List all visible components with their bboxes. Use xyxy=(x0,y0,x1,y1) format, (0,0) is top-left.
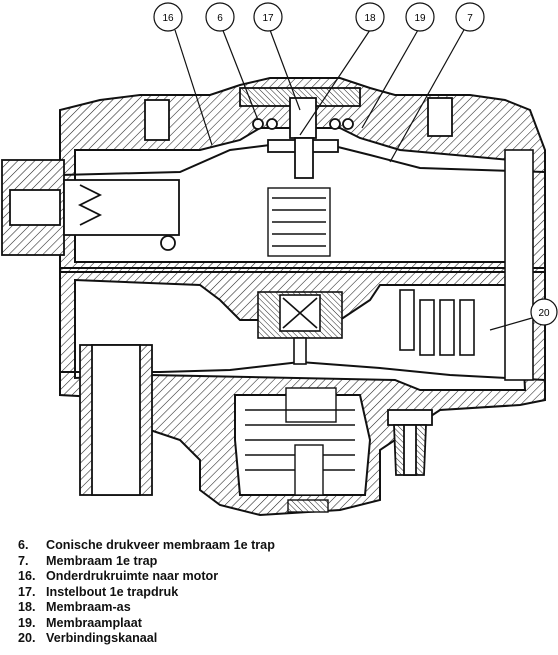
legend: 6. Conische drukveer membraam 1e trap 7.… xyxy=(18,538,538,647)
upper-diaphragm-assembly xyxy=(239,87,361,179)
inlet-connector xyxy=(1,159,180,256)
right-chamber-fins xyxy=(399,149,534,381)
legend-item: 18. Membraam-as xyxy=(18,600,538,616)
legend-number: 6. xyxy=(18,538,29,552)
callout-17: 17 xyxy=(253,2,283,32)
legend-item: 7. Membraam 1e trap xyxy=(18,554,538,570)
regulator-cross-section-diagram: 16 6 17 18 19 7 20 xyxy=(1,2,558,517)
svg-text:17: 17 xyxy=(262,13,274,24)
callout-20: 20 xyxy=(530,298,558,326)
svg-text:7: 7 xyxy=(467,13,473,24)
legend-number: 16. xyxy=(18,569,36,583)
legend-item: 16. Onderdrukruimte naar motor xyxy=(18,569,538,585)
legend-item: 19. Membraamplaat xyxy=(18,616,538,632)
legend-text: Membraamplaat xyxy=(46,615,142,630)
callout-18: 18 xyxy=(355,2,385,32)
legend-number: 19. xyxy=(18,615,36,630)
svg-text:16: 16 xyxy=(162,13,174,24)
legend-number: 17. xyxy=(18,584,36,599)
legend-number: 7. xyxy=(18,553,29,568)
legend-text: Verbindingskanaal xyxy=(46,631,158,645)
legend-text: Conische drukveer membraam 1e trap xyxy=(46,538,275,552)
svg-text:18: 18 xyxy=(364,13,376,24)
legend-text: Membraam-as xyxy=(46,600,131,614)
callout-16: 16 xyxy=(153,2,183,32)
upper-spring xyxy=(267,187,331,257)
callout-leaders xyxy=(174,27,533,331)
middle-valve-assembly xyxy=(257,291,343,365)
right-outlet-nozzle xyxy=(387,409,433,476)
legend-number: 18. xyxy=(18,600,36,614)
legend-item: 6. Conische drukveer membraam 1e trap xyxy=(18,538,538,554)
left-outlet-tube xyxy=(79,344,153,496)
legend-number: 20. xyxy=(18,631,36,645)
legend-text: Onderdrukruimte naar motor xyxy=(46,569,219,583)
svg-text:20: 20 xyxy=(538,308,550,319)
legend-item: 17. Instelbout 1e trapdruk xyxy=(18,585,538,601)
callout-7: 7 xyxy=(455,2,485,32)
legend-item: 20. Verbindingskanaal xyxy=(18,631,538,647)
legend-text: Instelbout 1e trapdruk xyxy=(46,584,179,599)
svg-text:19: 19 xyxy=(414,13,426,24)
legend-text: Membraam 1e trap xyxy=(46,553,158,568)
callout-6: 6 xyxy=(205,2,235,32)
lower-spring xyxy=(245,387,355,513)
svg-text:6: 6 xyxy=(217,13,223,24)
callout-19: 19 xyxy=(405,2,435,32)
top-bosses xyxy=(144,97,453,141)
